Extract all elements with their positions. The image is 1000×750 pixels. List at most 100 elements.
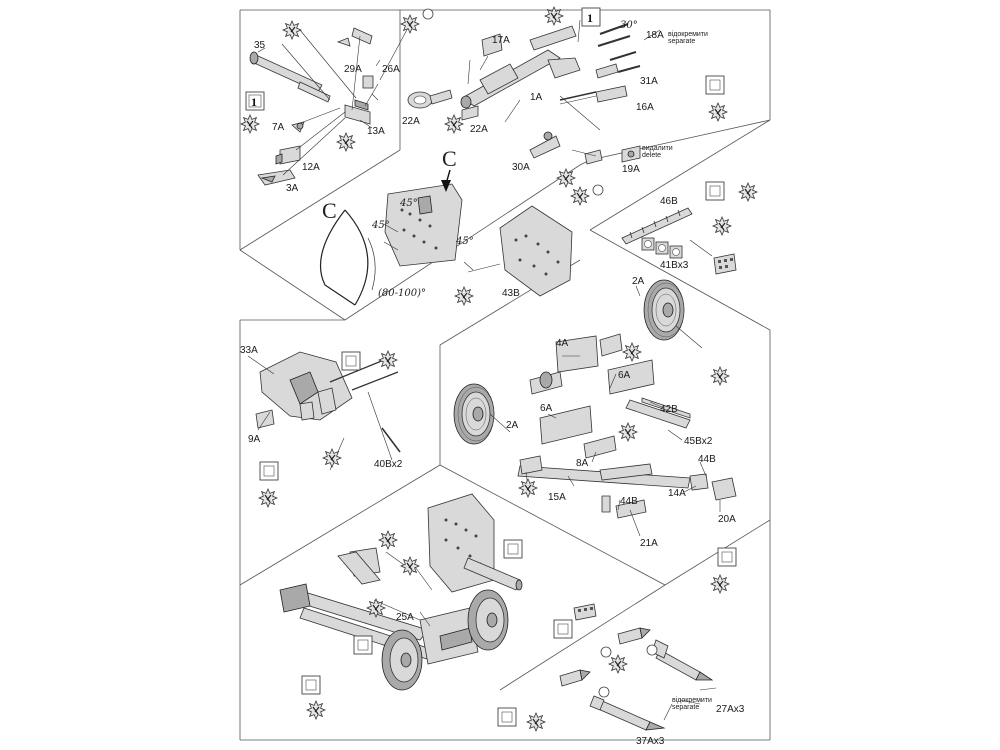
square-bracket-icon: [497, 707, 517, 727]
label-3A: 3A: [286, 183, 299, 194]
label-6A-2: 6A: [540, 403, 553, 414]
part-40B-rods: [329, 359, 401, 453]
note-separate-ua-1: відокремити: [668, 30, 708, 38]
annotation-texts: відокремити separate видалити delete від…: [322, 20, 712, 711]
part-4A-axle-body: [529, 333, 623, 395]
view-C-label-2: C: [442, 146, 457, 171]
label-15A: 15A: [548, 492, 566, 503]
note-separate-en-2: separate: [672, 704, 699, 711]
label-44B-1: 44B: [698, 454, 716, 465]
part-19A: [584, 145, 641, 165]
square-bracket-icon: [705, 181, 725, 201]
label-21A: 21A: [640, 538, 658, 549]
part-17A: [479, 33, 503, 71]
small-block-part: [573, 603, 597, 621]
label-37A: 37Ax3: [636, 736, 665, 747]
note-delete-ua: видалити: [642, 145, 673, 152]
shell-2: [559, 669, 591, 687]
step-boxes: 1 1: [245, 7, 601, 111]
circle-marker-icon: [600, 646, 612, 658]
label-35: 35: [254, 40, 266, 51]
wheel-left: [453, 383, 495, 445]
shell-27A: [651, 639, 714, 681]
label-42B: 42B: [660, 404, 678, 415]
note-separate-en-1: separate: [668, 38, 695, 45]
panel-cradle-subassembly: [407, 19, 661, 165]
part-6A-plates: [539, 359, 655, 445]
glue-icon: [399, 13, 421, 35]
bend-arc-guide: [319, 209, 376, 306]
note-angle-45-c: 45°: [455, 236, 474, 247]
leader-lines-plates: [383, 223, 501, 273]
panel-axle-subassembly: [453, 279, 737, 537]
label-40B: 40Bx2: [374, 459, 403, 470]
label-22A-1: 22A: [402, 116, 420, 127]
glue-icon: [555, 167, 577, 189]
label-20A: 20A: [718, 514, 736, 525]
square-bracket-icon: [341, 351, 361, 371]
glue-icon: [607, 653, 629, 675]
glue-icon: [335, 131, 357, 153]
label-44B-2: 44B: [620, 496, 638, 507]
view-C-arrow: [441, 169, 451, 192]
part-29A-small: [336, 27, 373, 47]
part-35-barrel: [249, 47, 331, 103]
leader-shield: [247, 355, 393, 471]
label-30A: 30A: [512, 162, 530, 173]
glue-icon: [377, 349, 399, 371]
label-6A-1: 6A: [618, 370, 631, 381]
tool-icons: [239, 5, 759, 733]
part-33A-shield: [259, 351, 353, 421]
step-box-2: 1: [581, 7, 601, 27]
label-25A: 25A: [396, 612, 414, 623]
square-bracket-icon: [301, 675, 321, 695]
final-wheel-front: [381, 629, 423, 691]
glue-icon: [281, 19, 303, 41]
label-29A: 29A: [344, 64, 362, 75]
circle-marker-icon: [646, 644, 658, 656]
label-13A: 13A: [367, 126, 385, 137]
leader-final: [373, 551, 433, 627]
label-9A: 9A: [248, 434, 261, 445]
part-14A-20A-21A: [601, 473, 737, 519]
note-delete-en: delete: [642, 152, 661, 159]
shell-37A: [589, 695, 666, 731]
label-26A: 26A: [382, 64, 400, 75]
part-16A: [559, 85, 628, 103]
part-3A: [257, 169, 296, 186]
panel-barrel-subassembly: [249, 23, 411, 186]
glue-icon: [365, 597, 387, 619]
note-bend-range: (80-100)°: [378, 288, 426, 299]
panel-ammunition: [559, 627, 717, 731]
part-42B-45B-strip: [625, 397, 691, 429]
label-18A: 18A: [646, 30, 664, 41]
square-bracket-icon: [705, 75, 725, 95]
part-26A-block: [362, 59, 381, 101]
label-8A: 8A: [576, 458, 589, 469]
glue-icon: [711, 215, 733, 237]
glue-icon: [617, 421, 639, 443]
square-bracket-icon: [259, 461, 279, 481]
view-C-label-1: C: [322, 198, 337, 223]
leader-ammo: [663, 687, 717, 721]
label-2A-2: 2A: [506, 420, 519, 431]
label-7A: 7A: [272, 122, 285, 133]
square-bracket-icon: [353, 635, 373, 655]
leader-ladder: [689, 239, 713, 257]
label-16A: 16A: [636, 102, 654, 113]
leader-lines: [281, 23, 411, 176]
label-41B: 41Bx3: [660, 260, 689, 271]
note-separate-ua-2: відокремити: [672, 696, 712, 704]
label-45B: 45Bx2: [684, 436, 713, 447]
glue-icon: [737, 181, 759, 203]
glue-icon: [239, 113, 261, 135]
step-box-1: 1: [245, 91, 265, 111]
glue-icon: [305, 699, 327, 721]
label-2A-1: 2A: [632, 276, 645, 287]
square-bracket-icon: [717, 547, 737, 567]
label-31A: 31A: [640, 76, 658, 87]
final-shield-plate: [427, 493, 495, 593]
part-46B-box: [713, 253, 737, 275]
glue-icon: [621, 341, 643, 363]
